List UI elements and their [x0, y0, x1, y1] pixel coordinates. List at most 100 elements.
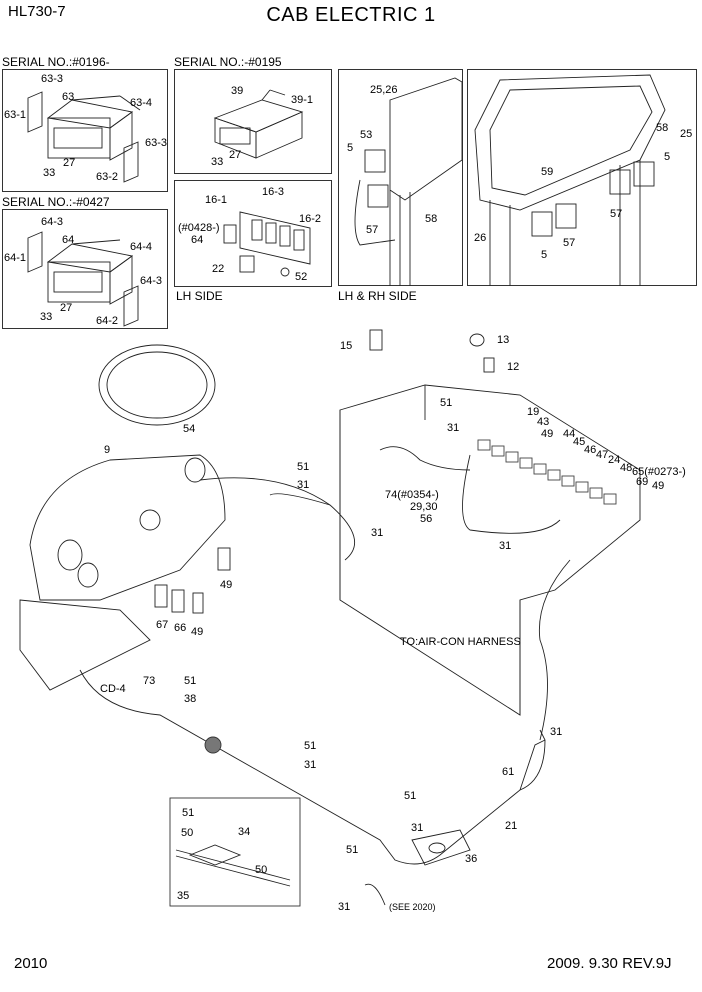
callout-74: 74(#0354-)	[385, 489, 439, 501]
callout-57b: 57	[610, 208, 622, 220]
callout-15: 15	[340, 340, 352, 352]
callout-50a: 50	[181, 827, 193, 839]
callout-63-1: 63-1	[4, 109, 26, 121]
callout-52: 52	[295, 271, 307, 283]
inset-serial-label: SERIAL NO.:-#0195	[174, 55, 282, 69]
wire-harness	[79, 446, 571, 906]
callout-13: 13	[497, 334, 509, 346]
sensor-12	[483, 357, 495, 373]
inset-serial-label: SERIAL NO.:#0196-	[2, 55, 110, 69]
clamp-detail-inset	[169, 797, 301, 907]
callout-31f: 31	[304, 759, 316, 771]
callout-57: 57	[366, 224, 378, 236]
mounting-plate	[411, 829, 471, 866]
callout-5b: 5	[664, 151, 670, 163]
callout-27: 27	[60, 302, 72, 314]
callout-64-2: 64-2	[96, 315, 118, 327]
callout-63-2: 63-2	[96, 171, 118, 183]
callout-12: 12	[507, 361, 519, 373]
callout-51b: 51	[297, 461, 309, 473]
callout-29-30: 29,30	[410, 501, 438, 513]
inset-frame-lh-side	[338, 69, 463, 286]
callout-36: 36	[465, 853, 477, 865]
callout-64-3: 64-3	[41, 216, 63, 228]
callout-49b: 49	[652, 480, 664, 492]
callout-16-2: 16-2	[299, 213, 321, 225]
callout-24: 24	[608, 454, 620, 466]
callout-31c: 31	[371, 527, 383, 539]
callout-51: 51	[440, 397, 452, 409]
callout-27: 27	[229, 149, 241, 161]
callout-31h: 31	[338, 901, 350, 913]
callout-51f: 51	[182, 807, 194, 819]
callout-44: 44	[563, 428, 575, 440]
callout-16-3: 16-3	[262, 186, 284, 198]
callout-63: 63	[62, 91, 74, 103]
callout-39: 39	[231, 85, 243, 97]
callout-38: 38	[184, 693, 196, 705]
side-console	[339, 384, 641, 716]
callout-25: 25	[680, 128, 692, 140]
callout-58: 58	[425, 213, 437, 225]
air-con-harness-note: TO:AIR-CON HARNESS	[400, 636, 521, 648]
callout-64b: 64	[191, 234, 203, 246]
callout-0428: (#0428-)	[178, 222, 220, 234]
callout-16-1: 16-1	[205, 194, 227, 206]
callout-63-4: 63-4	[130, 97, 152, 109]
callout-64: 64	[62, 234, 74, 246]
callout-61: 61	[502, 766, 514, 778]
callout-33: 33	[211, 156, 223, 168]
callout-21: 21	[505, 820, 517, 832]
callout-49d: 49	[191, 626, 203, 638]
callout-5: 5	[347, 142, 353, 154]
callout-73: 73	[143, 675, 155, 687]
callout-64-1: 64-1	[4, 252, 26, 264]
callout-31: 31	[447, 422, 459, 434]
radio-unit-c	[27, 231, 139, 327]
callout-56: 56	[420, 513, 432, 525]
inset-frame-switch-panel	[174, 180, 332, 287]
inset-view-label: LH & RH SIDE	[338, 289, 417, 303]
callout-26: 26	[474, 232, 486, 244]
callout-51c: 51	[184, 675, 196, 687]
page-number: 2010	[14, 955, 48, 972]
connector-label-cd4: CD-4	[100, 683, 126, 695]
callout-59: 59	[541, 166, 553, 178]
inset-view-label: LH SIDE	[176, 289, 223, 303]
inset-frame-radio-b	[174, 69, 332, 174]
callout-51e: 51	[404, 790, 416, 802]
revision-date: 2009. 9.30 REV.9J	[547, 955, 672, 972]
callout-63-3b: 63-3	[145, 137, 167, 149]
callout-65: 65(#0273-)	[632, 466, 686, 478]
callout-46: 46	[584, 444, 596, 456]
grommet	[204, 736, 222, 754]
callout-9: 9	[104, 444, 110, 456]
cap-13	[469, 333, 485, 347]
callout-43: 43	[537, 416, 549, 428]
beacon-lamp-15	[369, 329, 383, 351]
callout-63-3: 63-3	[41, 73, 63, 85]
callout-64-4: 64-4	[130, 241, 152, 253]
callout-31b: 31	[297, 479, 309, 491]
callout-19: 19	[527, 406, 539, 418]
callout-47: 47	[596, 449, 608, 461]
callout-31e: 31	[550, 726, 562, 738]
callout-39-1: 39-1	[291, 94, 313, 106]
callout-49c: 49	[220, 579, 232, 591]
callout-35: 35	[177, 890, 189, 902]
callout-49: 49	[541, 428, 553, 440]
switch-panel-lh	[223, 211, 311, 277]
callout-50b: 50	[255, 864, 267, 876]
callout-34: 34	[238, 826, 250, 838]
callout-64-3b: 64-3	[140, 275, 162, 287]
callout-53: 53	[360, 129, 372, 141]
radio-unit-a	[27, 91, 141, 183]
cab-roof-rh	[474, 74, 666, 286]
see-reference-note: (SEE 2020)	[389, 902, 436, 912]
model-number: HL730-7	[8, 3, 66, 20]
inset-frame-radio-c	[2, 209, 168, 329]
cab-roof-lh	[354, 77, 463, 286]
inset-frame-rh-side	[467, 69, 697, 286]
callout-33: 33	[40, 311, 52, 323]
